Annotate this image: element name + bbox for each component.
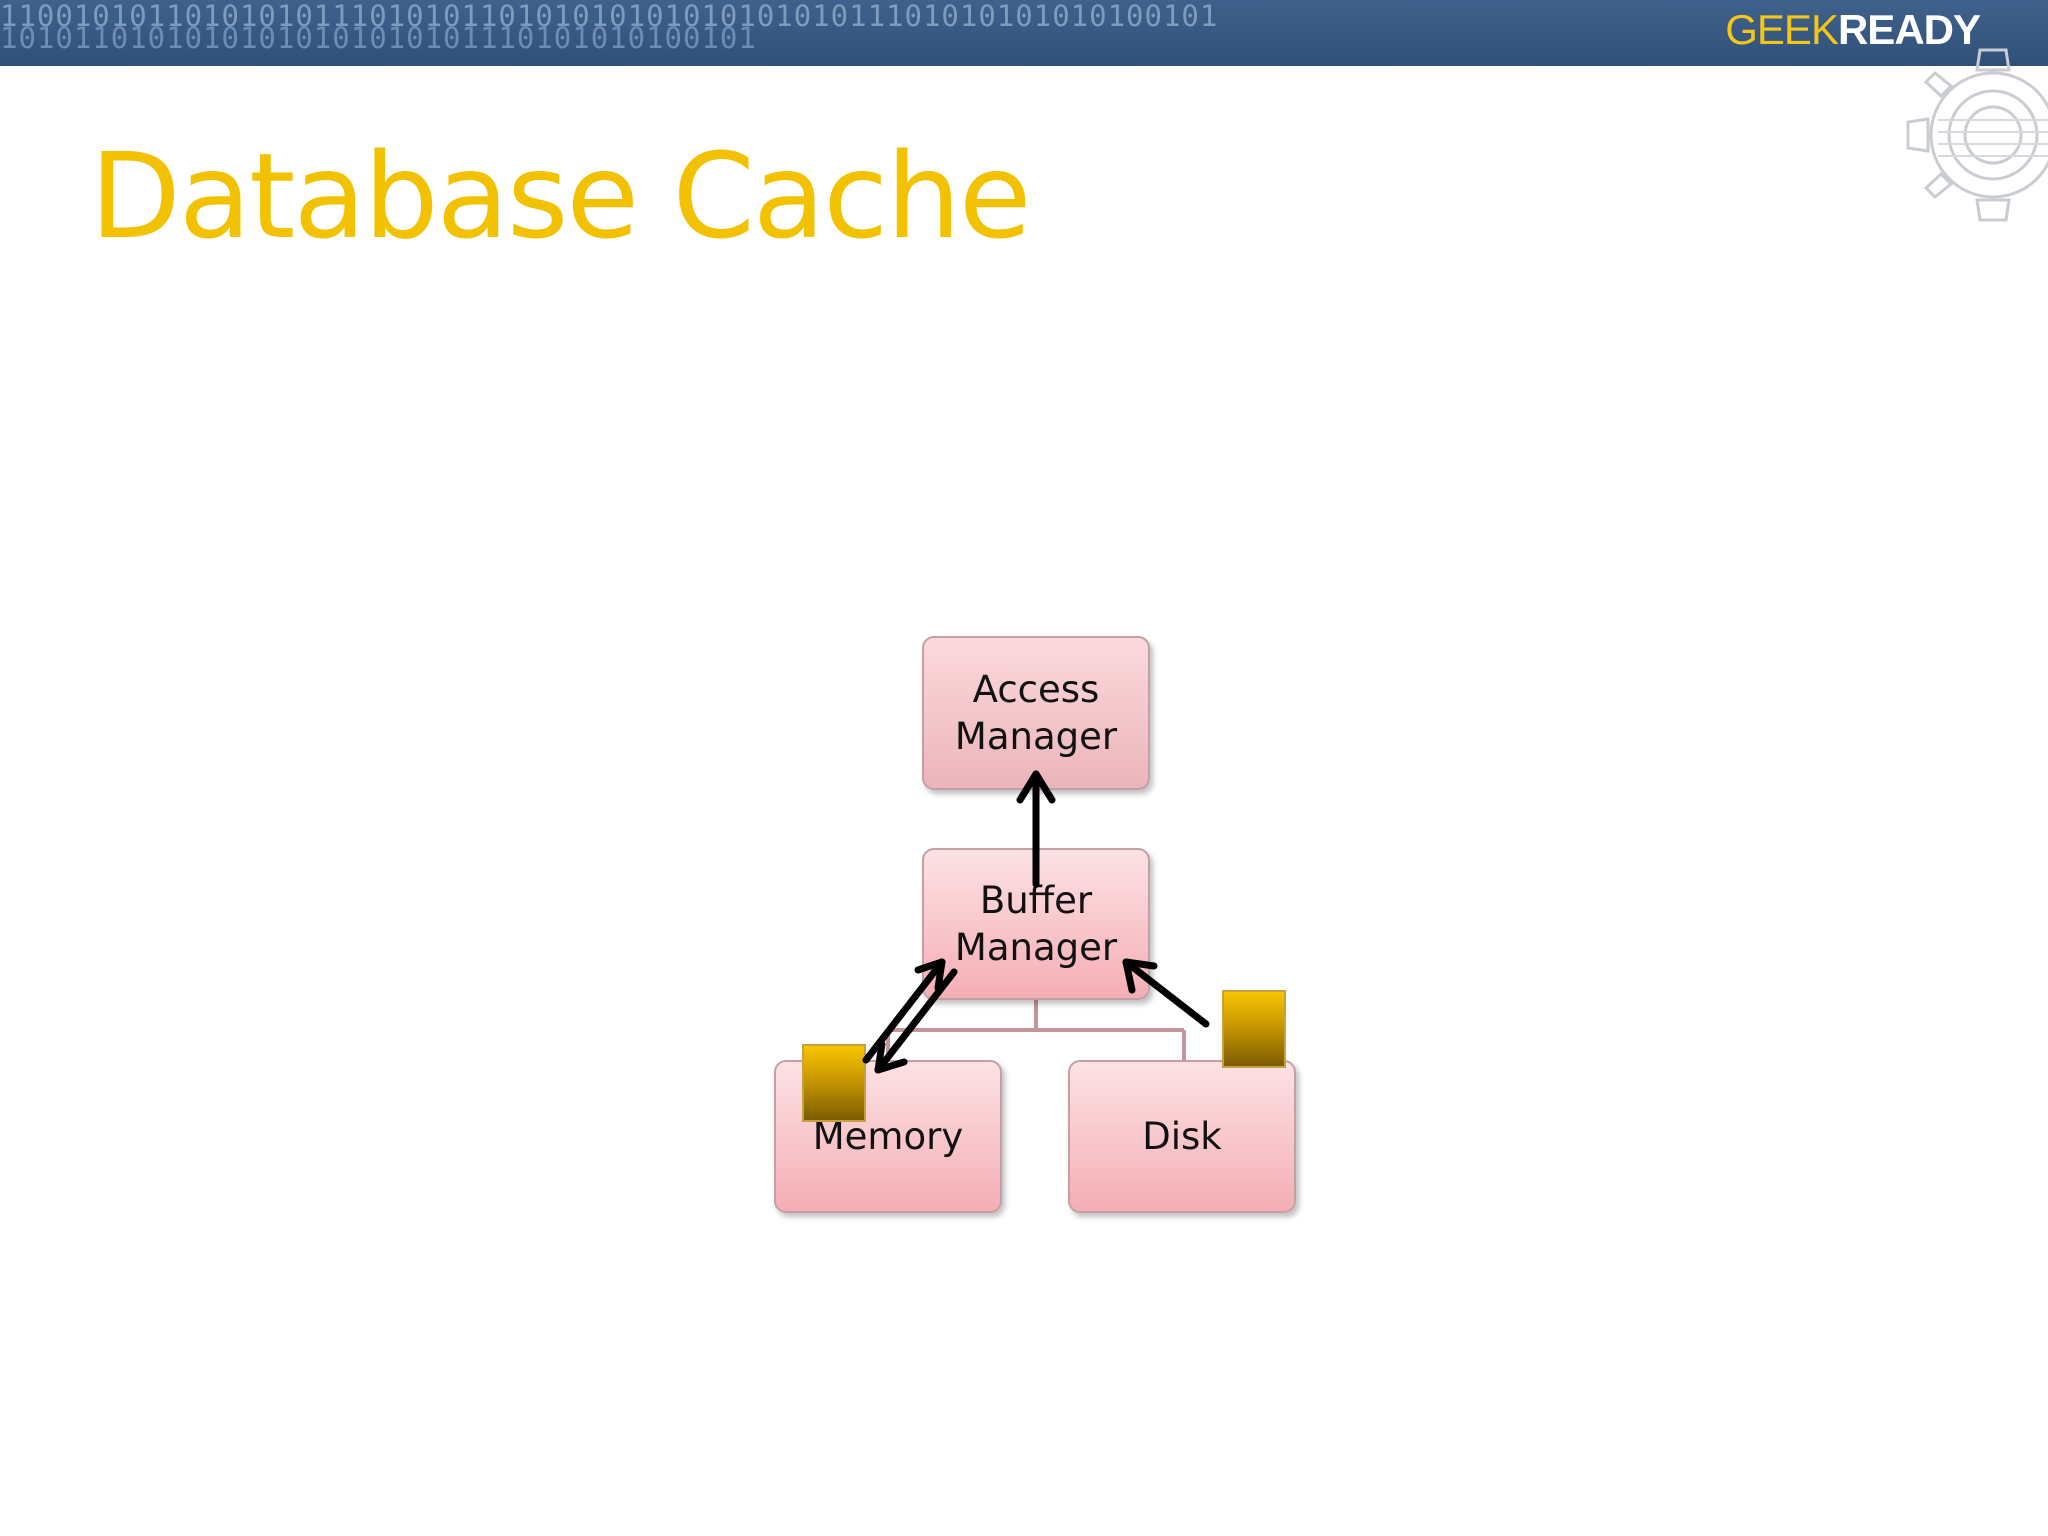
memory-buffer-double-arrow xyxy=(862,958,958,1074)
disk-to-buffer-arrow xyxy=(1122,958,1210,1028)
disk-label: Disk xyxy=(1142,1114,1222,1158)
header-banner: 1100101011010101011101010110101010101010… xyxy=(0,0,2048,66)
access-manager-label: Access Manager xyxy=(954,667,1118,758)
brand-logo-ready: READY xyxy=(1837,6,1981,53)
access-manager-node: Access Manager xyxy=(922,636,1150,790)
disk-page-block xyxy=(1222,990,1286,1068)
binary-pattern-top: 1100101011010101011101010110101010101010… xyxy=(0,0,1219,33)
brand-logo: GEEKREADY xyxy=(1725,6,1981,53)
gear-icon xyxy=(1906,48,2048,222)
binary-pattern-bottom: 1010110101010101010101010111010101010010… xyxy=(0,21,757,55)
memory-page-block xyxy=(802,1044,866,1122)
brand-logo-geek: GEEK xyxy=(1725,6,1839,53)
disk-node: Disk xyxy=(1068,1060,1296,1213)
buffer-to-access-arrow xyxy=(1016,770,1056,888)
slide-title: Database Cache xyxy=(90,127,1032,265)
